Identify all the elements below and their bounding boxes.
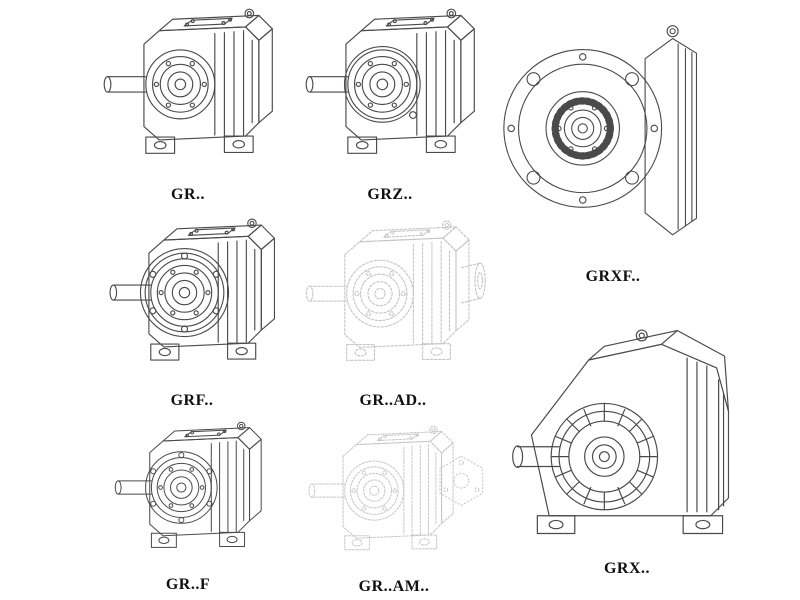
model-label-gr-ad: GR..AD..: [359, 392, 427, 409]
grxf-gearbox-drawing: [503, 25, 698, 236]
model-label-gr-am: GR..AM..: [358, 578, 430, 595]
catalog-item-grf: GRF..: [92, 212, 292, 412]
catalog-item-gr-am: GR..AM..: [288, 420, 500, 598]
catalog-item-gr-f: GR..F: [88, 416, 288, 598]
gr-gearbox-drawing: [103, 8, 273, 154]
catalog-item-grz: GRZ..: [292, 2, 488, 208]
catalog-item-grxf: GRXF..: [488, 0, 738, 300]
model-label-grxf: GRXF..: [585, 268, 641, 285]
grx-gearbox-drawing: [512, 329, 730, 535]
grf-gearbox-drawing: [109, 218, 276, 361]
grz-gearbox-drawing: [305, 8, 475, 154]
catalog-item-gr-ad: GR..AD..: [288, 214, 498, 414]
gr-ad-gearbox-drawing: [305, 220, 486, 361]
model-label-gr-f: GR..F: [165, 576, 211, 593]
gr-f-gearbox-drawing: [114, 421, 262, 548]
catalog-item-grx: GRX..: [492, 306, 762, 596]
gr-am-gearbox-drawing: [308, 425, 484, 551]
model-label-grx: GRX..: [603, 560, 651, 577]
model-label-grf: GRF..: [170, 392, 214, 409]
model-label-gr: GR..: [171, 186, 205, 203]
model-label-grz: GRZ..: [367, 186, 413, 203]
catalog-item-gr: GR..: [88, 2, 288, 208]
